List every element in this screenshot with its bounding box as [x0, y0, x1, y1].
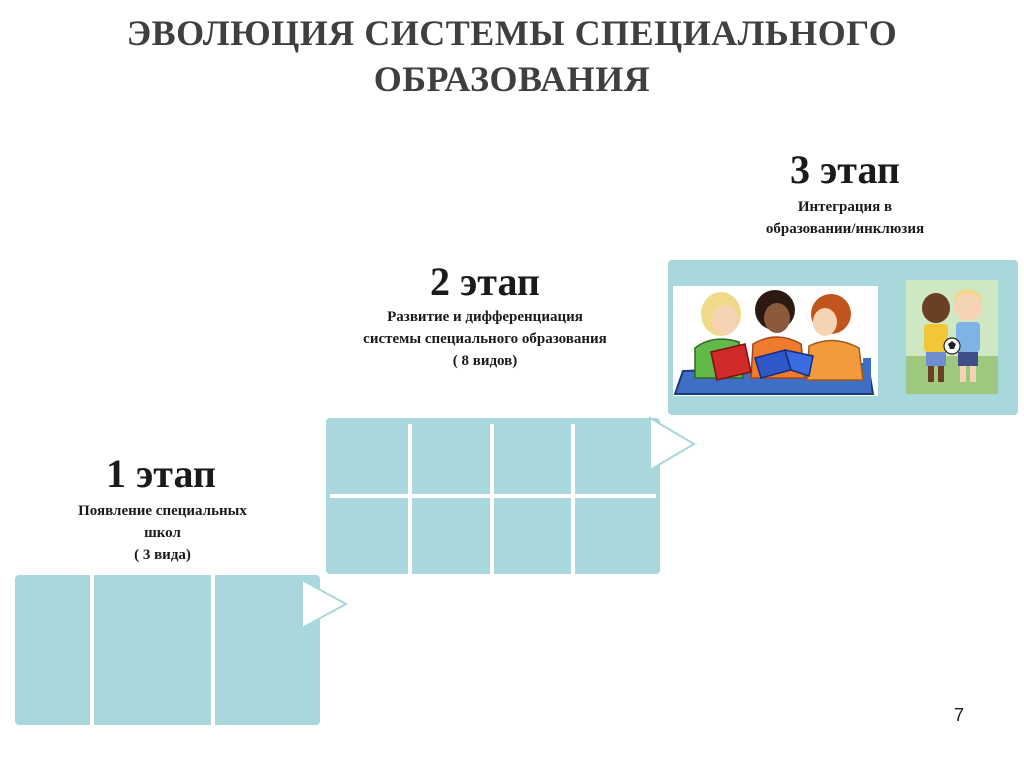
- stage-1-desc-line2: школ: [144, 525, 181, 541]
- stage-2-divider: [490, 424, 494, 574]
- stage-3-desc-line2: образовании/инклюзия: [765, 221, 925, 237]
- stage-1-block: [15, 575, 320, 725]
- stage-1-divider: [90, 575, 94, 725]
- stage-2-divider: [330, 494, 656, 498]
- reading-girls-illustration: [673, 286, 878, 396]
- stage-1-divider: [211, 575, 215, 725]
- stage-2-desc-line2: системы специального образования: [363, 331, 607, 347]
- stage-2-divider: [571, 424, 575, 574]
- slide-title-line2: ОБРАЗОВАНИЯ: [373, 59, 651, 99]
- stage-3-description: Интеграция в образовании/инклюзия: [710, 196, 980, 240]
- stage-1-desc-line1: Появление специальных: [78, 503, 247, 519]
- stage-2-divider: [408, 424, 412, 574]
- stage-2-desc-line3: ( 8 видов): [452, 353, 518, 369]
- stage-3-heading: 3 этап: [790, 147, 900, 192]
- boys-with-ball-illustration: [906, 280, 998, 394]
- stage-2-arrow-icon: [649, 416, 696, 472]
- slide-title-line1: ЭВОЛЮЦИЯ СИСТЕМЫ СПЕЦИАЛЬНОГО: [126, 13, 898, 53]
- stage-2-description: Развитие и дифференциация системы специа…: [300, 306, 670, 372]
- stage-1-heading: 1 этап: [106, 451, 216, 496]
- stage-2-block: [326, 418, 660, 574]
- stage-2-desc-line1: Развитие и дифференциация: [387, 309, 583, 325]
- stage-1-description: Появление специальных школ ( 3 вида): [30, 500, 295, 566]
- page-number: 7: [953, 705, 964, 725]
- slide-title: ЭВОЛЮЦИЯ СИСТЕМЫ СПЕЦИАЛЬНОГО ОБРАЗОВАНИ…: [40, 10, 984, 102]
- stage-3-desc-line1: Интеграция в: [797, 199, 893, 215]
- stage-2-heading: 2 этап: [430, 259, 540, 304]
- stage-1-arrow-icon: [301, 578, 349, 630]
- stage-1-desc-line3: ( 3 вида): [134, 547, 191, 563]
